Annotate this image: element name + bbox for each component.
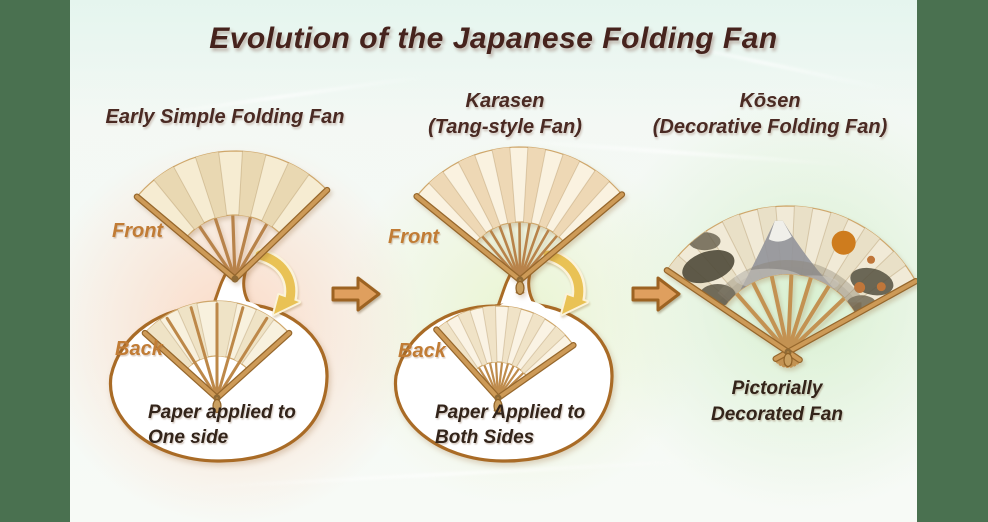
infographic-title: Evolution of the Japanese Folding Fan [209,22,778,55]
caption-2-line2: Both Sides [435,427,535,448]
back-fan-illustration-1 [141,300,293,414]
caption-1-line1: Paper applied to [148,402,296,423]
caption-3-line2: Decorated Fan [711,404,843,425]
evolution-arrow-icon-2 [631,276,681,312]
caption-2-line1: Paper Applied to [435,402,586,423]
back-label-1: Back [115,338,163,360]
caption-3-line1: Pictorially [731,378,823,399]
panel3-header-line1: Kōsen [739,90,801,112]
infographic-canvas: Evolution of the Japanese Folding Fan Ea… [70,0,917,522]
front-fan-illustration-1 [133,150,331,283]
panel1-header-line1: Early Simple Folding Fan [105,106,345,128]
decorated-fan-illustration [663,205,917,368]
front-label-2: Front [388,226,440,248]
back-fan-illustration-2 [433,305,577,414]
caption-1: Paper applied to One side [148,400,338,450]
panel2-header: Karasen (Tang-style Fan) [395,88,615,140]
caption-3: Pictorially Decorated Fan [682,376,872,428]
front-label-1: Front [112,220,164,242]
caption-1-line2: One side [148,427,229,448]
panel3-header: Kōsen (Decorative Folding Fan) [650,88,890,140]
panel1-header: Early Simple Folding Fan [100,104,350,130]
caption-2: Paper Applied to Both Sides [435,400,635,450]
panel3-header-line2: (Decorative Folding Fan) [652,116,888,138]
panel2-header-line2: (Tang-style Fan) [428,116,582,138]
back-label-2: Back [398,340,446,362]
panel2-header-line1: Karasen [465,90,545,112]
evolution-arrow-icon-1 [331,276,381,312]
front-fan-illustration-2 [413,146,626,296]
